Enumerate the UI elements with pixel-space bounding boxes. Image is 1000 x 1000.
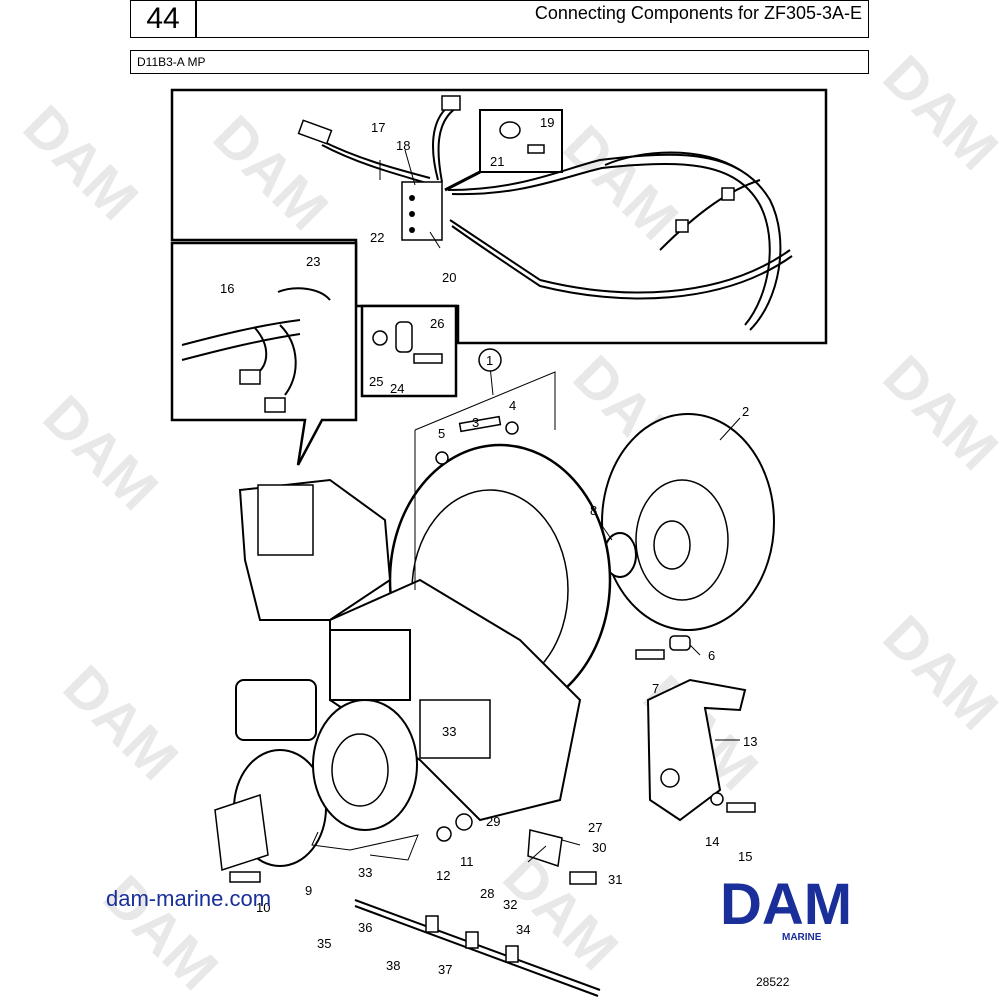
watermark-text: DAM bbox=[201, 103, 340, 242]
sensor-bracket bbox=[527, 829, 563, 867]
callout-23: 23 bbox=[306, 254, 320, 269]
assembly-callout-circle bbox=[478, 348, 502, 372]
screw-part bbox=[413, 353, 443, 364]
watermark-text: DAM bbox=[11, 93, 150, 232]
dam-logo: DAM bbox=[720, 872, 852, 932]
valve-cover bbox=[329, 629, 411, 701]
callout-33-plate: 33 bbox=[442, 724, 456, 739]
callout-10: 10 bbox=[256, 900, 270, 915]
callout-5: 5 bbox=[438, 426, 445, 441]
callout-6: 6 bbox=[708, 648, 715, 663]
washer-part bbox=[372, 330, 388, 346]
callout-17: 17 bbox=[371, 120, 385, 135]
sensor-plug bbox=[264, 397, 286, 413]
figure-number: 28522 bbox=[756, 975, 790, 989]
callout-31: 31 bbox=[608, 872, 622, 887]
watermark-text: DAM bbox=[551, 113, 690, 252]
callout-24: 24 bbox=[390, 381, 404, 396]
nut-part bbox=[455, 813, 473, 831]
callout-2: 2 bbox=[742, 404, 749, 419]
mounting-bracket bbox=[646, 678, 747, 822]
callout-19: 19 bbox=[540, 115, 554, 130]
sensor-detail-frame bbox=[170, 241, 358, 466]
bolt-detail-frame bbox=[479, 109, 563, 173]
watermark-text: DAM bbox=[871, 343, 1000, 482]
logo-text: DAM bbox=[720, 872, 852, 932]
callout-33-gear: 33 bbox=[358, 865, 372, 880]
callout-14: 14 bbox=[705, 834, 719, 849]
website-link[interactable]: dam-marine.com bbox=[106, 886, 272, 911]
callout-36: 36 bbox=[358, 920, 372, 935]
page-title: Connecting Components for ZF305-3A-E bbox=[196, 0, 869, 38]
callout-18: 18 bbox=[396, 138, 410, 153]
callout-32: 32 bbox=[503, 897, 517, 912]
callout-11: 11 bbox=[460, 854, 474, 869]
callout-34: 34 bbox=[516, 922, 530, 937]
wiring-inset-frame bbox=[170, 88, 828, 345]
oil-pump bbox=[235, 679, 317, 741]
type-plate bbox=[419, 699, 491, 759]
speed-sensor bbox=[569, 871, 597, 885]
callout-22: 22 bbox=[370, 230, 384, 245]
callout-9: 9 bbox=[305, 883, 312, 898]
callout-21: 21 bbox=[490, 154, 504, 169]
callout-20: 20 bbox=[442, 270, 456, 285]
bracket-detail-frame bbox=[360, 304, 458, 398]
wiring-harness bbox=[319, 104, 793, 331]
harness-plug bbox=[441, 95, 461, 111]
callout-28: 28 bbox=[480, 886, 494, 901]
clamp-part bbox=[499, 121, 521, 139]
stud-part bbox=[458, 415, 502, 433]
callout-1: 1 bbox=[486, 353, 493, 368]
watermark-text: DAM bbox=[91, 863, 230, 1000]
leader-lines bbox=[311, 149, 741, 863]
callout-38: 38 bbox=[386, 958, 400, 973]
callout-4: 4 bbox=[509, 398, 516, 413]
bolt-part bbox=[229, 871, 261, 883]
bolt-part bbox=[527, 144, 545, 154]
callout-26: 26 bbox=[430, 316, 444, 331]
bolt-part bbox=[726, 802, 756, 813]
watermark-text: DAM bbox=[871, 43, 1000, 182]
watermark-text: DAM bbox=[51, 653, 190, 792]
washer-part bbox=[710, 792, 724, 806]
sleeve-part bbox=[669, 635, 691, 651]
callout-3: 3 bbox=[472, 415, 479, 430]
page-number: 44 bbox=[130, 0, 196, 38]
brand-subtitle: MARINE bbox=[782, 932, 822, 943]
nut-part bbox=[505, 421, 519, 435]
flange-plate bbox=[601, 413, 775, 631]
callout-7: 7 bbox=[652, 681, 659, 696]
harness-connector bbox=[297, 119, 333, 145]
harness-plug bbox=[721, 187, 735, 201]
watermark-text: DAM bbox=[871, 603, 1000, 742]
bolt-part bbox=[635, 649, 665, 660]
callout-12: 12 bbox=[436, 868, 450, 883]
engine-model-label: D11B3-A MP bbox=[130, 50, 869, 74]
gear-ring bbox=[312, 699, 418, 831]
sensor-plug bbox=[239, 369, 261, 385]
harness-plug bbox=[675, 219, 689, 233]
junction-box bbox=[401, 181, 443, 241]
bracket-part bbox=[395, 321, 413, 353]
washer-part bbox=[436, 826, 452, 842]
callout-16: 16 bbox=[220, 281, 234, 296]
callout-29: 29 bbox=[486, 814, 500, 829]
callout-37: 37 bbox=[438, 962, 452, 977]
callout-8: 8 bbox=[590, 503, 597, 518]
callout-35: 35 bbox=[317, 936, 331, 951]
callout-30: 30 bbox=[592, 840, 606, 855]
callout-15: 15 bbox=[738, 849, 752, 864]
watermark-text: DAM bbox=[31, 383, 170, 522]
callout-25: 25 bbox=[369, 374, 383, 389]
callout-13: 13 bbox=[743, 734, 757, 749]
callout-27: 27 bbox=[588, 820, 602, 835]
washer-part bbox=[435, 451, 449, 465]
